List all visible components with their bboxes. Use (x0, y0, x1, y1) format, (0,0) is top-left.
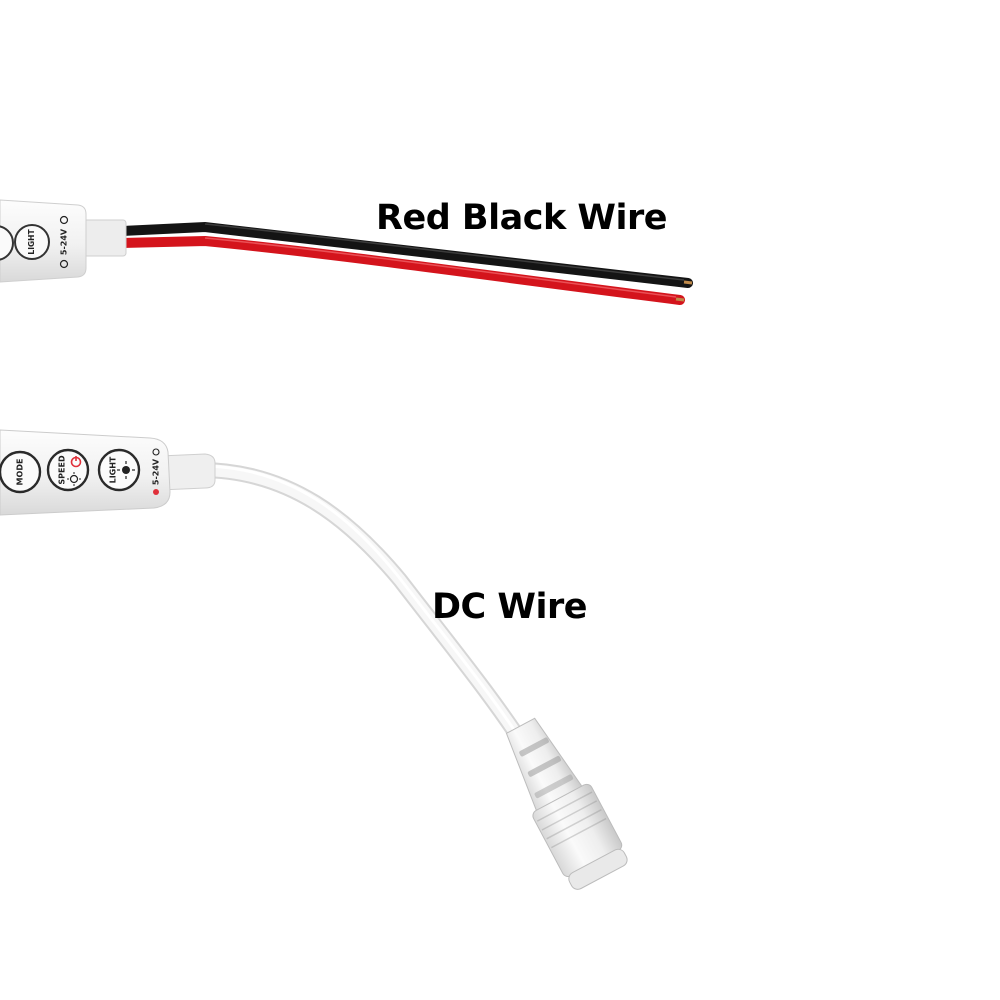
mode-button-partial (0, 225, 14, 261)
wire-tip (683, 280, 693, 285)
dc-connector (505, 717, 628, 890)
light-button-label: LIGHT (27, 229, 36, 255)
light-button: LIGHT (14, 224, 50, 260)
voltage-label: 5-24V (152, 458, 161, 485)
speed-button: SPEED (46, 448, 90, 492)
polarity-icon (152, 448, 160, 456)
power-icon (70, 456, 82, 468)
speed-button-label: SPEED (58, 455, 67, 485)
black-wire (117, 221, 693, 288)
bottom-controller: MODE SPEED LIGHT (0, 429, 536, 760)
polarity-icon (59, 215, 69, 225)
mode-button: MODE (0, 450, 42, 494)
mode-button-label: MODE (16, 459, 25, 486)
sun-icon (67, 472, 81, 486)
light-button-label: LIGHT (109, 456, 118, 483)
red-black-wire (117, 221, 693, 305)
polarity-icon (153, 489, 159, 495)
top-controller: LIGHT 5-24V (0, 199, 693, 305)
caption-red-black-wire: Red Black Wire (376, 198, 668, 238)
red-wire (117, 235, 685, 305)
light-button: LIGHT (97, 448, 141, 492)
brightness-icon (117, 461, 135, 479)
caption-dc-wire: DC Wire (432, 587, 588, 627)
strain-relief (159, 453, 216, 491)
voltage-label: 5-24V (60, 228, 69, 255)
polarity-icon (59, 259, 69, 269)
wire-tip (675, 297, 685, 302)
connector-tip (568, 848, 628, 890)
